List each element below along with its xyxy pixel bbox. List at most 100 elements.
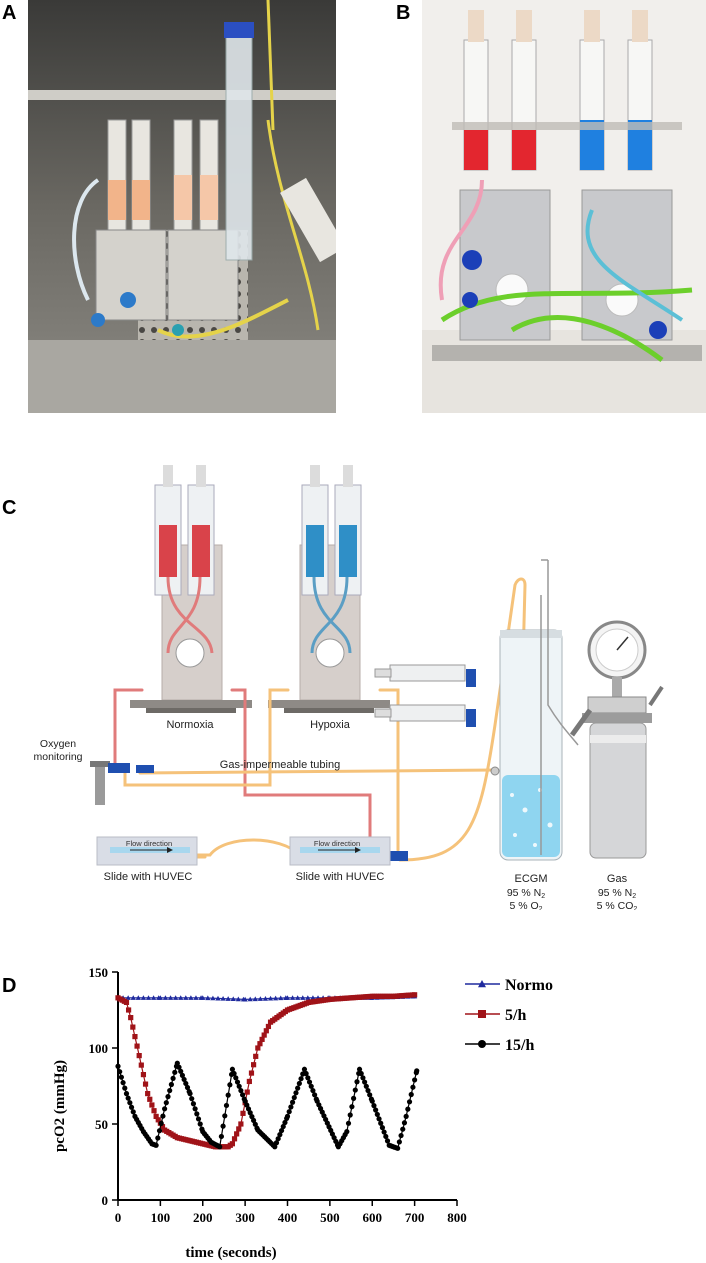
slide-left-label: Slide with HUVEC bbox=[104, 871, 193, 883]
data-point bbox=[412, 992, 418, 998]
data-point bbox=[174, 1060, 180, 1066]
data-point bbox=[142, 1081, 149, 1087]
data-point bbox=[220, 1123, 226, 1129]
data-point bbox=[115, 1063, 121, 1069]
data-point bbox=[280, 1123, 286, 1130]
data-point bbox=[184, 1084, 191, 1091]
normoxia-rig bbox=[130, 465, 252, 713]
data-point bbox=[215, 995, 221, 1001]
perfusion-schematic: Normoxia Hypoxia Oxygen monitoring bbox=[33, 465, 664, 910]
data-point bbox=[349, 1104, 355, 1110]
data-point bbox=[356, 1066, 363, 1072]
data-point bbox=[262, 996, 269, 1001]
data-point bbox=[220, 995, 226, 1001]
data-point bbox=[257, 1041, 263, 1047]
data-point bbox=[155, 1135, 161, 1141]
data-point bbox=[125, 1007, 132, 1013]
data-point bbox=[210, 995, 216, 1001]
data-point bbox=[170, 1075, 176, 1081]
data-point bbox=[278, 995, 284, 1001]
legend-marker bbox=[478, 1010, 486, 1018]
hypoxia-label: Hypoxia bbox=[310, 719, 351, 731]
x-tick-label: 800 bbox=[447, 1210, 467, 1225]
data-point bbox=[118, 1074, 124, 1080]
data-point bbox=[132, 1034, 138, 1040]
data-point bbox=[378, 1120, 384, 1126]
data-point bbox=[234, 1131, 240, 1137]
data-point bbox=[231, 1070, 237, 1077]
data-point bbox=[261, 1032, 267, 1038]
data-point bbox=[383, 1133, 389, 1140]
data-point bbox=[223, 1102, 230, 1109]
data-point bbox=[197, 1121, 203, 1127]
data-point bbox=[352, 1087, 358, 1093]
data-point bbox=[176, 1064, 182, 1070]
legend-label: 5/h bbox=[505, 1007, 526, 1024]
syringe-icon bbox=[374, 704, 466, 722]
ecgm-o2-label: 5 % O2 bbox=[509, 900, 542, 910]
y-axis-label: pcO2 (mmHg) bbox=[52, 1060, 68, 1152]
data-point bbox=[130, 1024, 136, 1030]
photo-b-bench-setup bbox=[422, 0, 706, 413]
data-point bbox=[188, 995, 194, 1000]
data-point bbox=[229, 1141, 236, 1147]
data-point bbox=[298, 1076, 304, 1082]
data-point bbox=[225, 1092, 231, 1098]
data-point bbox=[291, 1094, 297, 1101]
data-point bbox=[149, 1102, 155, 1108]
data-point bbox=[284, 995, 291, 1000]
data-point bbox=[200, 995, 206, 1000]
data-point bbox=[379, 1125, 386, 1131]
flow-direction-label: Flow direction bbox=[126, 839, 172, 848]
data-point bbox=[193, 995, 199, 1000]
data-point bbox=[401, 1120, 408, 1126]
data-point bbox=[218, 1133, 224, 1140]
data-point bbox=[145, 1091, 151, 1097]
data-point bbox=[234, 1079, 241, 1085]
data-point bbox=[122, 1085, 128, 1091]
flow-direction-label: Flow direction bbox=[314, 839, 360, 848]
ecgm-tube bbox=[499, 559, 579, 861]
oxygen-monitoring-label-line1: Oxygen bbox=[40, 738, 76, 750]
data-point bbox=[277, 1132, 283, 1138]
legend-label: 15/h bbox=[505, 1037, 534, 1054]
data-point bbox=[128, 1104, 135, 1110]
x-tick-label: 300 bbox=[235, 1210, 255, 1225]
data-point bbox=[344, 1129, 350, 1135]
data-point bbox=[244, 1089, 250, 1095]
data-point bbox=[172, 1069, 178, 1075]
data-point bbox=[246, 1078, 252, 1085]
data-point bbox=[305, 995, 311, 1000]
data-point bbox=[347, 1112, 353, 1118]
data-point bbox=[412, 1077, 418, 1083]
data-point bbox=[238, 1121, 244, 1127]
data-point bbox=[157, 995, 163, 1000]
data-point bbox=[130, 995, 136, 1000]
chart-series bbox=[115, 992, 420, 1151]
data-point bbox=[408, 1091, 414, 1098]
data-point bbox=[238, 1087, 244, 1094]
x-tick-label: 100 bbox=[151, 1210, 171, 1225]
slide-right-label: Slide with HUVEC bbox=[296, 871, 385, 883]
data-point bbox=[384, 1138, 391, 1144]
x-tick-label: 600 bbox=[363, 1210, 383, 1225]
stopcock-valve bbox=[136, 765, 154, 773]
y-tick-label: 0 bbox=[102, 1193, 109, 1208]
data-point bbox=[305, 1075, 311, 1081]
panel-label-d: D bbox=[2, 975, 17, 997]
panel-label-c: C bbox=[2, 497, 17, 519]
data-point bbox=[128, 1015, 134, 1021]
stopcock-valve bbox=[466, 669, 476, 687]
gas-label: Gas bbox=[607, 873, 628, 885]
gas-vessel bbox=[569, 620, 664, 859]
data-point bbox=[381, 1129, 387, 1135]
x-tick-label: 0 bbox=[115, 1210, 122, 1225]
data-point bbox=[235, 996, 241, 1002]
data-point bbox=[147, 1096, 153, 1102]
data-point bbox=[192, 1106, 198, 1112]
data-point bbox=[125, 1095, 131, 1101]
data-point bbox=[288, 1104, 294, 1110]
data-point bbox=[158, 1120, 164, 1126]
data-point bbox=[406, 1099, 413, 1105]
data-point bbox=[263, 1028, 269, 1034]
